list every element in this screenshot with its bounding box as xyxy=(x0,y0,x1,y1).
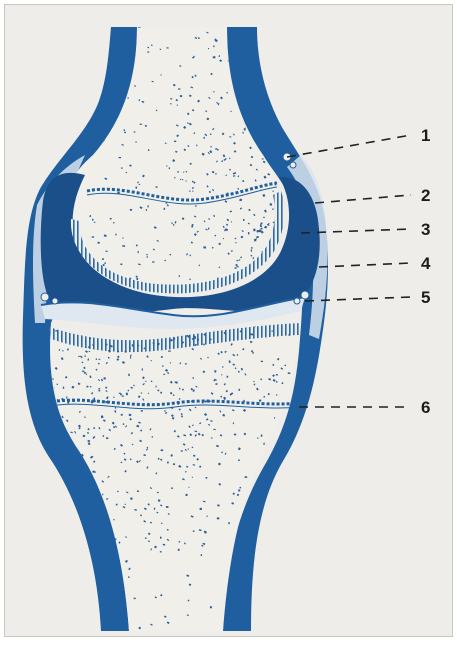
joint-illustration: 1 2 3 4 5 6 xyxy=(5,5,453,637)
joint-diagram: 1 2 3 4 5 6 xyxy=(4,4,453,637)
callout-labels: 1 2 3 4 5 6 xyxy=(421,126,431,417)
callout-2: 2 xyxy=(421,186,430,205)
callout-1: 1 xyxy=(421,126,430,145)
callout-5: 5 xyxy=(421,288,430,307)
callout-6: 6 xyxy=(421,398,430,417)
callout-4: 4 xyxy=(421,254,431,273)
callout-3: 3 xyxy=(421,220,430,239)
